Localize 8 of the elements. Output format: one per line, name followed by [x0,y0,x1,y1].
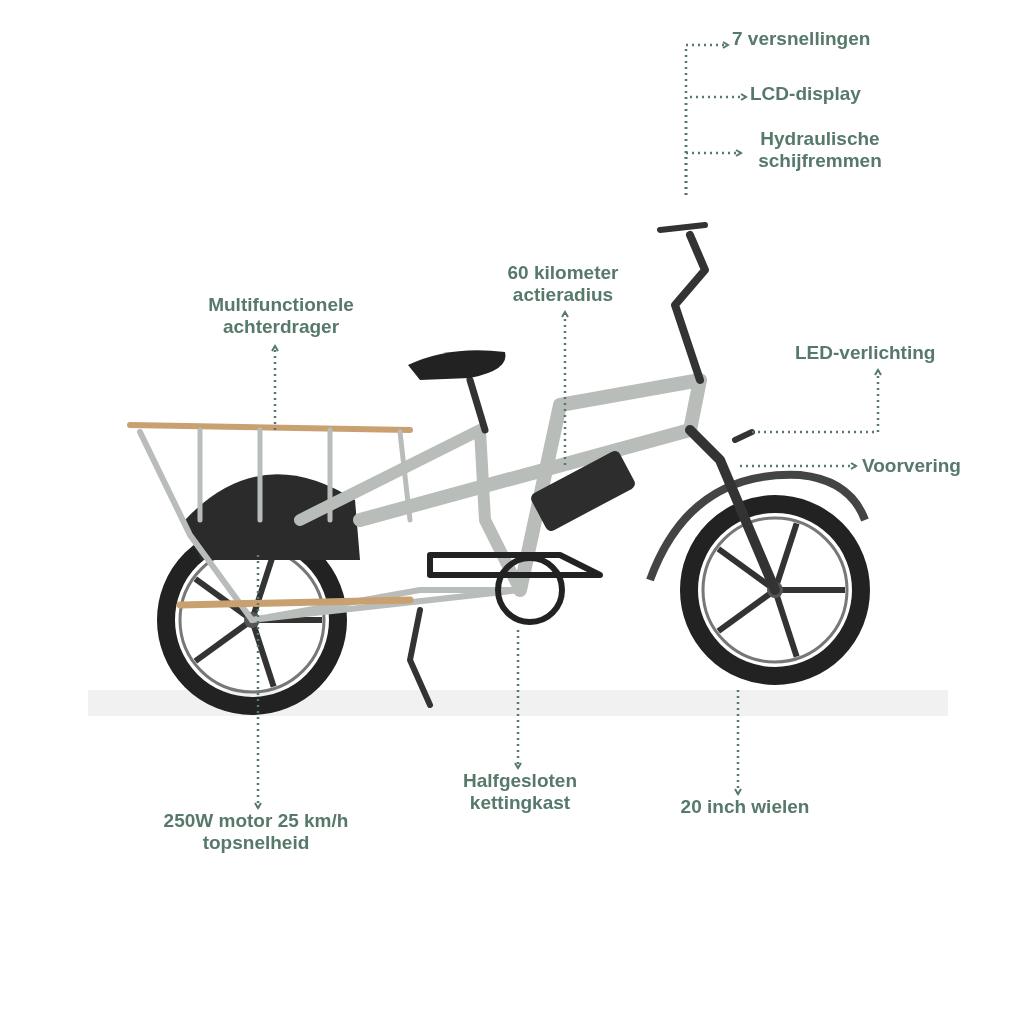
leader-line [514,630,522,769]
leader-line [271,345,279,430]
leader-line [752,369,882,434]
leader-line [740,462,857,470]
leader-line [561,311,569,465]
leader-line [254,555,262,809]
leader-line [734,690,742,795]
leader-line [684,149,742,195]
